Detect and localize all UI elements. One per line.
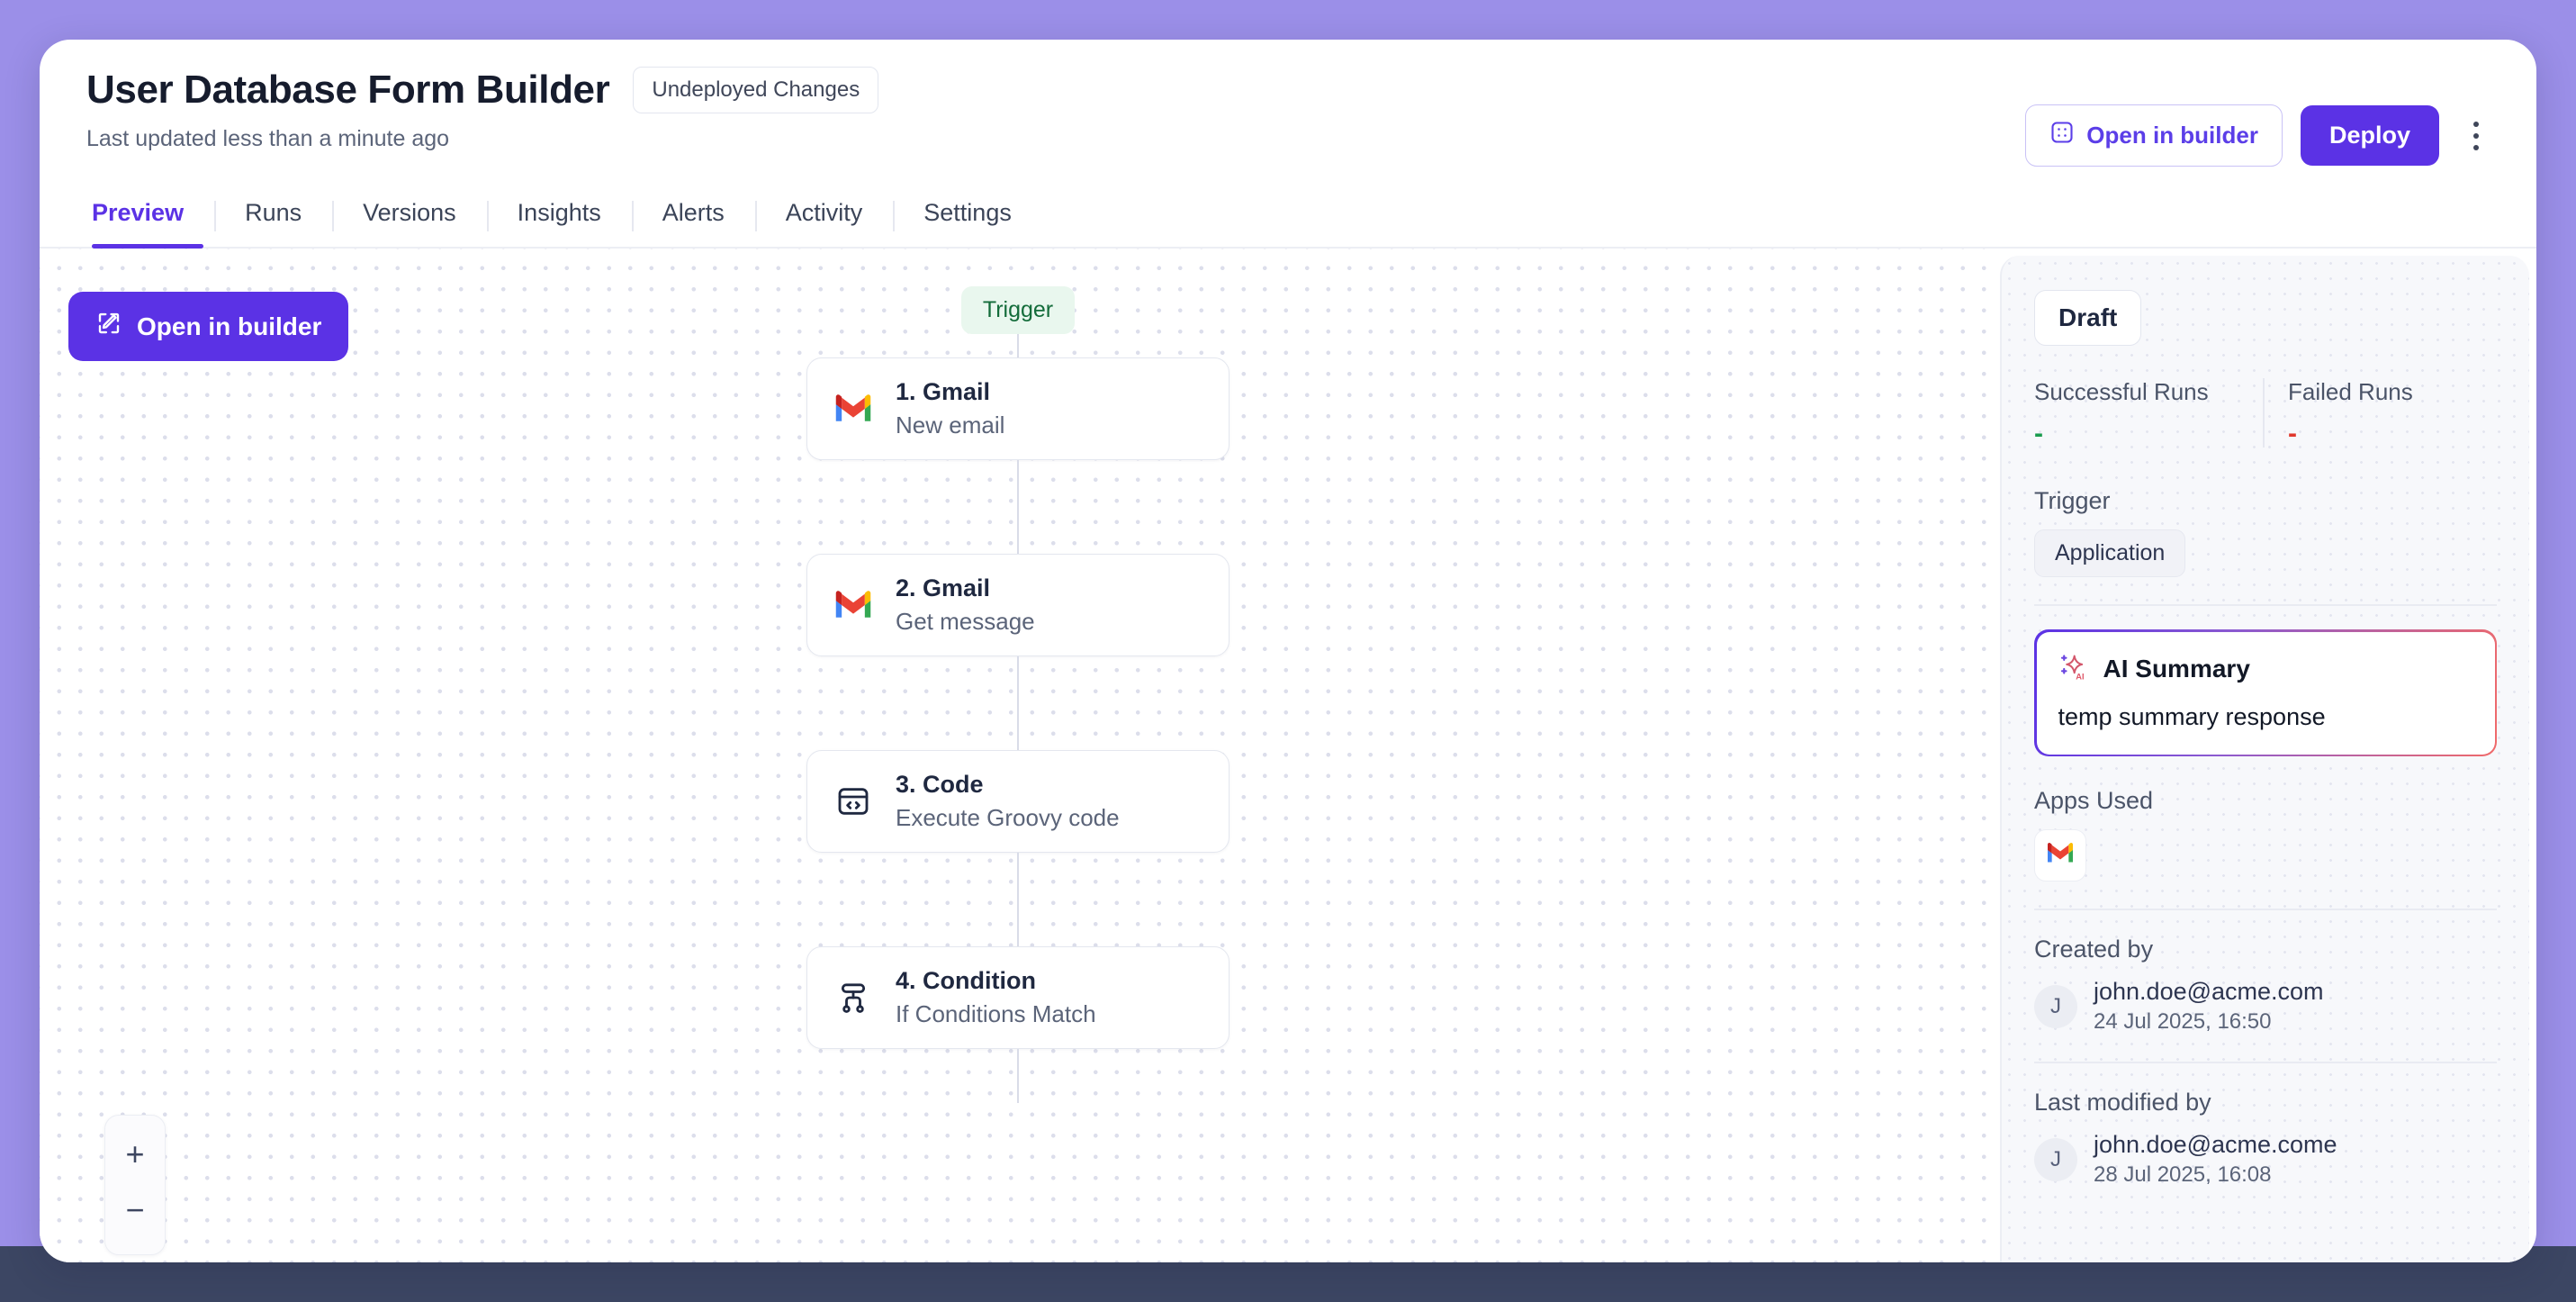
successful-runs-label: Successful Runs (2034, 378, 2209, 405)
created-by-row: J john.doe@acme.com 24 Jul 2025, 16:50 (2034, 978, 2497, 1035)
workflow-node-3-subtitle: Execute Groovy code (896, 804, 1120, 831)
created-by-label: Created by (2034, 936, 2154, 963)
tab-bar: Preview Runs Versions Insights Alerts Ac… (40, 180, 2536, 249)
connector-line (1017, 460, 1019, 554)
tab-versions[interactable]: Versions (332, 199, 487, 247)
branch-condition-icon (831, 975, 876, 1020)
sidebar-divider (2034, 1062, 2497, 1063)
workflow-node-3-title: 3. Code (896, 771, 984, 798)
last-modified-by-text: john.doe@acme.come 28 Jul 2025, 16:08 (2094, 1131, 2337, 1188)
tab-insights[interactable]: Insights (486, 199, 632, 247)
app-window: User Database Form Builder Undeployed Ch… (40, 40, 2536, 1262)
successful-runs-stat: Successful Runs - (2034, 378, 2263, 448)
workflow-node-4-subtitle: If Conditions Match (896, 1000, 1096, 1027)
failed-runs-label: Failed Runs (2288, 378, 2413, 405)
last-updated-text: Last updated less than a minute ago (86, 126, 450, 151)
trigger-type-chip: Application (2034, 529, 2186, 577)
open-in-builder-label: Open in builder (2086, 122, 2258, 149)
successful-runs-value: - (2034, 419, 2043, 448)
connector-line (1017, 853, 1019, 946)
tab-settings[interactable]: Settings (893, 199, 1042, 247)
last-modified-by-label: Last modified by (2034, 1089, 2211, 1116)
workflow-graph: Trigger 1. Gmail New em (806, 249, 1229, 1103)
ai-summary-header: AI AI Summary (2058, 652, 2473, 687)
sidebar-divider (2034, 909, 2497, 910)
status-badge: Draft (2034, 290, 2142, 346)
tab-activity[interactable]: Activity (754, 199, 894, 247)
grid-app-icon (2049, 120, 2075, 151)
ai-summary-card[interactable]: AI AI Summary temp summary response (2034, 629, 2497, 756)
gmail-icon (831, 583, 876, 628)
page-title: User Database Form Builder (86, 67, 610, 112)
workflow-node-1-title: 1. Gmail (896, 378, 991, 405)
ai-summary-card-inner: AI AI Summary temp summary response (2036, 631, 2495, 755)
ai-summary-title: AI Summary (2103, 655, 2250, 683)
canvas-open-in-builder-button[interactable]: Open in builder (68, 292, 349, 361)
canvas-open-in-builder-label: Open in builder (137, 312, 322, 340)
connector-line (1017, 656, 1019, 750)
workflow-node-2-text: 2. Gmail Get message (896, 574, 1035, 636)
tab-runs[interactable]: Runs (214, 199, 332, 247)
avatar: J (2034, 1137, 2077, 1181)
apps-used-label: Apps Used (2034, 787, 2154, 814)
zoom-in-button[interactable]: + (104, 1126, 166, 1182)
created-by-text: john.doe@acme.com 24 Jul 2025, 16:50 (2094, 978, 2324, 1035)
ai-summary-body: temp summary response (2058, 702, 2326, 730)
last-modified-by-section: Last modified by J john.doe@acme.come 28… (2034, 1089, 2497, 1188)
trigger-chip[interactable]: Trigger (960, 286, 1076, 334)
connector-line (1017, 1049, 1019, 1103)
failed-runs-stat: Failed Runs - (2263, 378, 2497, 448)
tab-alerts[interactable]: Alerts (631, 199, 755, 247)
workflow-node-2-subtitle: Get message (896, 608, 1035, 635)
page-header: User Database Form Builder Undeployed Ch… (40, 40, 2536, 180)
edit-square-icon (95, 310, 122, 343)
undeployed-changes-badge: Undeployed Changes (633, 67, 879, 113)
workflow-node-4-title: 4. Condition (896, 967, 1036, 994)
last-modified-by-row: J john.doe@acme.come 28 Jul 2025, 16:08 (2034, 1131, 2497, 1188)
created-by-date: 24 Jul 2025, 16:50 (2094, 1009, 2272, 1034)
workflow-node-3-text: 3. Code Execute Groovy code (896, 771, 1120, 832)
open-in-builder-button[interactable]: Open in builder (2025, 104, 2283, 167)
details-sidebar: Draft Successful Runs - Failed Runs - Tr… (2000, 256, 2529, 1262)
workflow-node-1[interactable]: 1. Gmail New email (806, 357, 1229, 460)
apps-used-section: Apps Used (2034, 787, 2497, 882)
runs-summary: Successful Runs - Failed Runs - (2034, 378, 2497, 448)
svg-text:AI: AI (2076, 672, 2084, 681)
last-modified-by-date: 28 Jul 2025, 16:08 (2094, 1162, 2272, 1187)
kebab-menu-icon[interactable] (2457, 113, 2495, 159)
title-row: User Database Form Builder Undeployed Ch… (86, 67, 2490, 113)
app-tile-gmail[interactable] (2034, 829, 2086, 882)
gmail-icon (831, 386, 876, 431)
workflow-canvas[interactable]: Open in builder Trigger (40, 249, 1996, 1262)
workflow-node-4[interactable]: 4. Condition If Conditions Match (806, 946, 1229, 1049)
created-by-section: Created by J john.doe@acme.com 24 Jul 20… (2034, 936, 2497, 1035)
workflow-node-2-title: 2. Gmail (896, 574, 991, 601)
workflow-node-2[interactable]: 2. Gmail Get message (806, 554, 1229, 656)
workflow-node-1-subtitle: New email (896, 411, 1005, 439)
apps-used-list (2034, 829, 2497, 882)
workflow-node-1-text: 1. Gmail New email (896, 378, 1004, 439)
last-modified-by-email: john.doe@acme.come (2094, 1131, 2337, 1158)
zoom-out-button[interactable]: − (104, 1182, 166, 1238)
trigger-section: Trigger Application (2034, 487, 2497, 577)
code-icon (831, 779, 876, 824)
trigger-section-label: Trigger (2034, 487, 2111, 514)
workflow-node-4-text: 4. Condition If Conditions Match (896, 967, 1096, 1028)
connector-line (1017, 334, 1019, 357)
deploy-button[interactable]: Deploy (2300, 105, 2439, 166)
sidebar-divider (2034, 604, 2497, 606)
failed-runs-value: - (2288, 419, 2297, 448)
gmail-icon (2046, 842, 2075, 869)
zoom-controls: + − (104, 1115, 166, 1255)
tab-preview[interactable]: Preview (86, 199, 214, 249)
header-actions: Open in builder Deploy (2025, 104, 2495, 167)
page-body: Open in builder Trigger (40, 249, 2536, 1262)
ai-sparkle-icon: AI (2058, 652, 2089, 687)
workflow-node-3[interactable]: 3. Code Execute Groovy code (806, 750, 1229, 853)
avatar: J (2034, 984, 2077, 1028)
created-by-email: john.doe@acme.com (2094, 978, 2324, 1005)
